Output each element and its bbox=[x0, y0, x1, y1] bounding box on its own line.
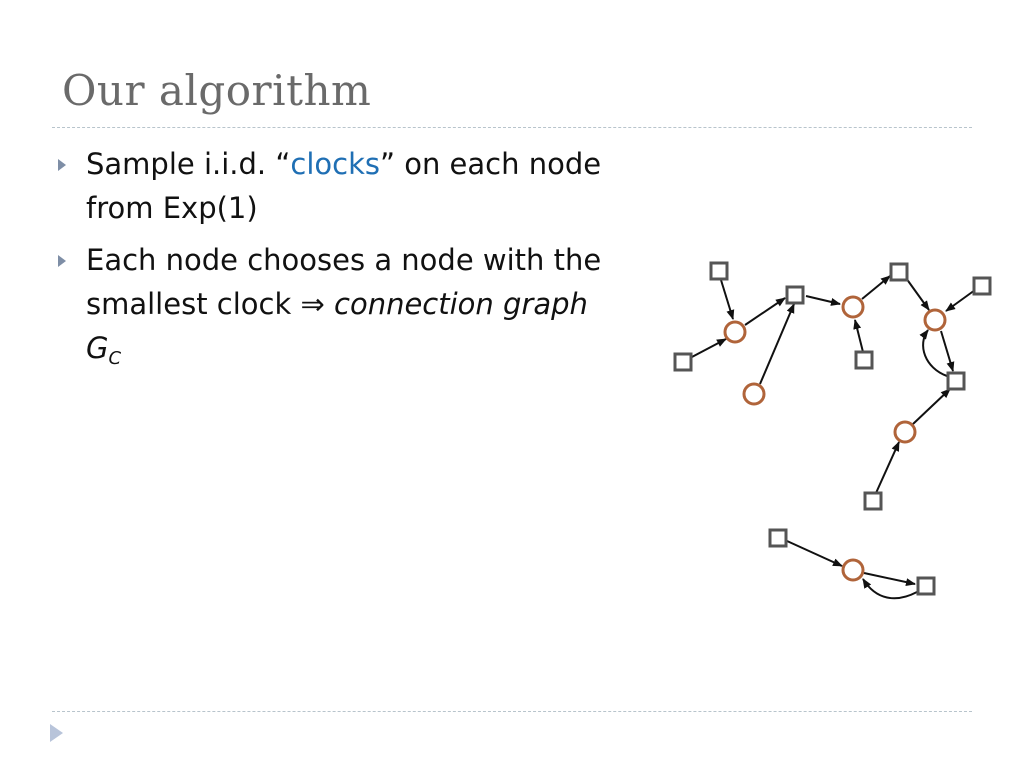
bullet-arrow-icon bbox=[58, 159, 66, 171]
circle-node bbox=[841, 558, 865, 582]
square-node bbox=[709, 261, 729, 281]
square-node bbox=[768, 528, 788, 548]
graph-edge bbox=[919, 329, 948, 377]
graph-edges bbox=[689, 275, 976, 600]
bullet-text-after: ” on each node from Exp(1) bbox=[86, 147, 602, 225]
circle-nodes bbox=[723, 295, 947, 582]
graph-edge bbox=[945, 289, 976, 312]
bullet-text: Each node chooses a node with the smalle… bbox=[86, 243, 602, 321]
square-node bbox=[854, 350, 874, 370]
bullet-italic-term: connection graph G bbox=[86, 287, 588, 365]
graph-edge bbox=[759, 303, 795, 385]
corner-triangle-icon bbox=[50, 724, 63, 742]
bullet-item-clocks: Sample i.i.d. “clocks” on each node from… bbox=[58, 142, 628, 230]
graph-edge bbox=[786, 540, 843, 567]
slide-title: Our algorithm bbox=[62, 66, 372, 115]
bullet-highlight-clocks: clocks bbox=[290, 147, 380, 181]
square-node bbox=[972, 276, 992, 296]
footer-divider bbox=[52, 711, 972, 712]
graph-edge bbox=[853, 319, 864, 353]
circle-node bbox=[923, 308, 947, 332]
circle-node bbox=[723, 320, 747, 344]
bullet-text-before: Sample i.i.d. “ bbox=[86, 147, 291, 181]
graph-edge bbox=[875, 441, 900, 494]
bullet-item-connection-graph: Each node chooses a node with the smalle… bbox=[58, 238, 628, 381]
bullet-arrow-icon bbox=[58, 255, 66, 267]
title-divider bbox=[52, 127, 972, 128]
graph-edge bbox=[863, 572, 916, 587]
circle-node bbox=[893, 420, 917, 444]
graph-edge bbox=[862, 578, 918, 600]
square-node bbox=[946, 371, 966, 391]
circle-node bbox=[742, 382, 766, 406]
graph-edge bbox=[689, 338, 727, 359]
square-node bbox=[916, 576, 936, 596]
graph-edge bbox=[720, 279, 735, 320]
graph-edge bbox=[861, 275, 891, 300]
square-node bbox=[889, 262, 909, 282]
graph-edge bbox=[805, 295, 841, 306]
circle-node bbox=[841, 295, 865, 319]
bullet-list: Sample i.i.d. “clocks” on each node from… bbox=[58, 142, 628, 389]
graph-edge bbox=[744, 297, 786, 326]
graph-edge bbox=[912, 388, 951, 425]
square-node bbox=[785, 285, 805, 305]
square-nodes bbox=[673, 261, 992, 596]
square-node bbox=[673, 352, 693, 372]
square-node bbox=[863, 491, 883, 511]
graph-edge bbox=[905, 277, 930, 311]
graph-edge bbox=[940, 330, 955, 372]
bullet-subscript: C bbox=[108, 348, 122, 369]
